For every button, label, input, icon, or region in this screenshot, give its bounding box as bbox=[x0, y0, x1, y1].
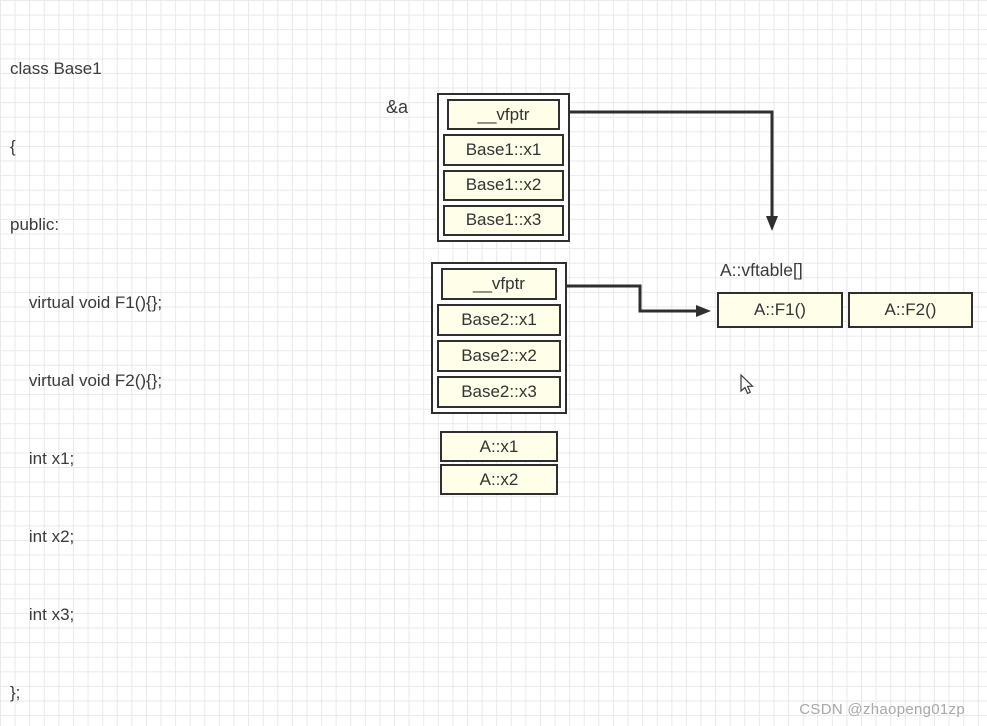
base2-vfptr-cell: __vfptr bbox=[441, 268, 557, 300]
base1-x3-cell: Base1::x3 bbox=[443, 204, 564, 236]
object-address-label: &a bbox=[386, 97, 409, 117]
base2-x1-cell: Base2::x1 bbox=[437, 304, 561, 336]
code-block: class Base1 { public: virtual void F1(){… bbox=[10, 4, 268, 726]
base1-x2-cell: Base1::x2 bbox=[443, 169, 564, 201]
code-line: int x3; bbox=[10, 605, 75, 624]
arrow-base1-vfptr bbox=[568, 110, 778, 231]
a-x2-cell: A::x2 bbox=[440, 464, 558, 495]
base1-x1-cell: Base1::x1 bbox=[443, 134, 564, 166]
a-x1-cell: A::x1 bbox=[440, 431, 558, 462]
base2-x2-cell: Base2::x2 bbox=[437, 340, 561, 372]
code-line: int x2; bbox=[10, 527, 75, 546]
code-line: int x1; bbox=[10, 449, 75, 468]
code-line: virtual void F1(){}; bbox=[10, 293, 163, 312]
vftable-label: A::vftable[] bbox=[720, 260, 803, 280]
watermark-text: CSDN @zhaopeng01zp bbox=[799, 701, 965, 718]
code-line: class Base1 bbox=[10, 59, 102, 78]
base1-vfptr-cell: __vfptr bbox=[447, 99, 560, 131]
code-line: public: bbox=[10, 215, 60, 234]
vftable-entry-f1: A::F1() bbox=[717, 292, 843, 328]
base1-subobject-box: __vfptr Base1::x1 Base1::x2 Base1::x3 bbox=[437, 93, 570, 242]
code-line: }; bbox=[10, 683, 21, 702]
code-line: virtual void F2(){}; bbox=[10, 371, 163, 390]
code-line: { bbox=[10, 137, 16, 156]
mouse-cursor-icon bbox=[740, 374, 754, 395]
vftable-entry-f2: A::F2() bbox=[848, 292, 973, 328]
arrow-base2-vfptr-to-vftable bbox=[565, 284, 711, 317]
base2-subobject-box: __vfptr Base2::x1 Base2::x2 Base2::x3 bbox=[431, 262, 567, 414]
base2-x3-cell: Base2::x3 bbox=[437, 376, 561, 408]
